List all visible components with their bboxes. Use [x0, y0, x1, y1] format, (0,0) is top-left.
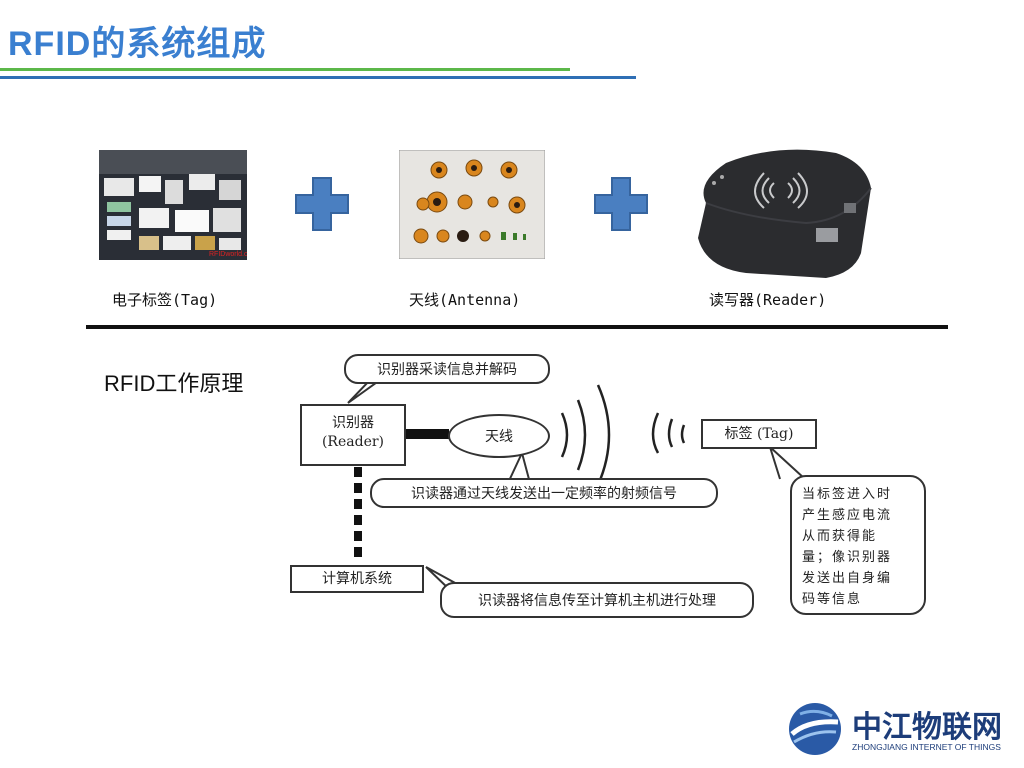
section-divider	[86, 325, 948, 329]
rfid-reader-photo	[686, 143, 874, 281]
caption-tag: 电子标签(Tag)	[112, 291, 218, 309]
caption-antenna: 天线(Antenna)	[409, 291, 521, 309]
svg-text:RFIDworld.com.cn: RFIDworld.com.cn	[209, 251, 247, 258]
caption-reader: 读写器(Reader)	[709, 291, 827, 309]
computer-label: 计算机系统	[322, 571, 392, 587]
rfid-tag-photo: RFIDworld.com.cn	[99, 150, 267, 260]
bubble-tag-energy: 当标签进入时 产生感应电流 从而获得能 量；像识别器 发送出自身编 码等信息	[790, 475, 926, 615]
bubble-tag-line: 当标签进入时	[802, 487, 893, 502]
logo-name: 中江物联网	[852, 711, 1002, 744]
principle-heading: RFID工作原理	[104, 371, 244, 396]
bubble-tag-line: 量；像识别器	[802, 550, 893, 565]
antenna-node: 天线	[448, 414, 550, 458]
plus-icon	[294, 176, 350, 232]
company-logo: 中江物联网 ZHONGJIANG INTERNET OF THINGS	[786, 698, 1016, 762]
bubble-tag-line: 从而获得能	[802, 529, 878, 544]
bubble-tag-line: 发送出自身编	[802, 571, 893, 586]
bubble-computer-text: 识读器将信息传至计算机主机进行处理	[478, 593, 716, 609]
slide-title: RFID的系统组成	[8, 25, 267, 63]
bubble-decode: 识别器采读信息并解码	[344, 354, 550, 384]
bubble-decode-text: 识别器采读信息并解码	[377, 362, 517, 378]
title-underline-green	[0, 68, 570, 71]
reader-label-en: (Reader)	[321, 434, 385, 450]
title-underline-blue	[0, 76, 636, 79]
tag-box: 标签 (Tag)	[701, 419, 817, 449]
reader-box: 识别器 (Reader)	[300, 404, 406, 466]
bubble-computer: 识读器将信息传至计算机主机进行处理	[440, 582, 754, 618]
tag-label: 标签 (Tag)	[724, 426, 794, 442]
bubble-antenna-signal: 识读器通过天线发送出一定频率的射频信号	[370, 478, 718, 508]
computer-box: 计算机系统	[290, 565, 424, 593]
plus-icon	[593, 176, 649, 232]
bubble-tag-line: 码等信息	[802, 592, 863, 607]
logo-globe-icon	[789, 703, 841, 755]
antenna-label: 天线	[485, 429, 513, 445]
logo-subtitle: ZHONGJIANG INTERNET OF THINGS	[852, 742, 1001, 752]
bubble-antenna-text: 识读器通过天线发送出一定频率的射频信号	[411, 486, 677, 502]
reader-label-cn: 识别器	[332, 415, 374, 431]
antenna-photo	[398, 149, 546, 260]
bubble-tag-line: 产生感应电流	[802, 508, 893, 523]
